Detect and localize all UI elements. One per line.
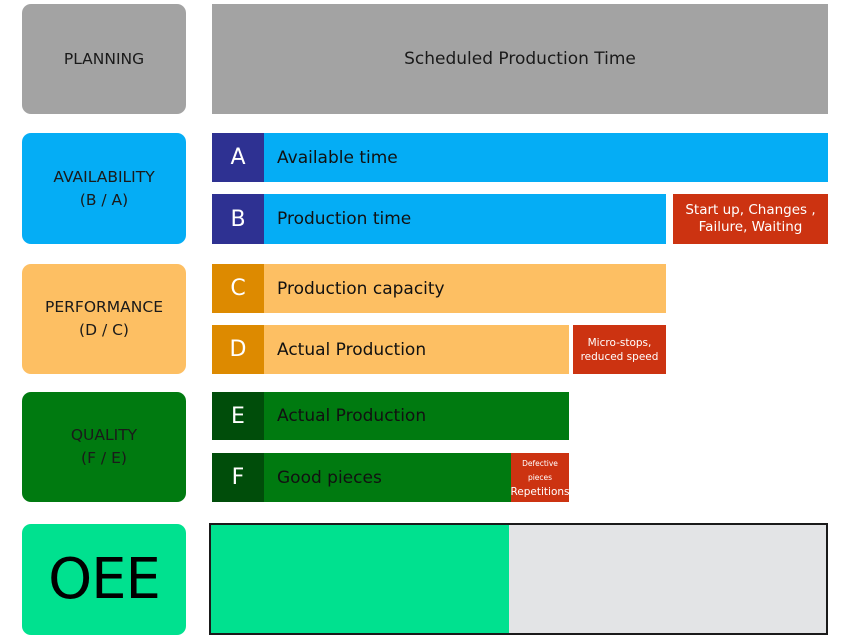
production-capacity-label: Production capacity	[277, 278, 445, 299]
letter-c-badge: C	[212, 264, 264, 313]
quality-category: QUALITY (F / E)	[22, 392, 186, 502]
production-time-bar: B Production time	[212, 194, 666, 244]
letter-f-badge: F	[212, 453, 264, 502]
availability-formula: (B / A)	[79, 190, 129, 209]
letter-f: F	[231, 465, 245, 490]
letter-c: C	[230, 276, 246, 301]
quality-loss-box: Defective pieces Repetitions	[510, 453, 570, 502]
scheduled-production-time-bar: Scheduled Production Time	[212, 4, 828, 114]
available-time-label: Available time	[277, 147, 398, 168]
performance-loss-box: Micro-stops, reduced speed	[573, 325, 666, 374]
oee-category: OEE	[22, 524, 186, 635]
actual-production-quality-label: Actual Production	[277, 406, 427, 426]
performance-category: PERFORMANCE (D / C)	[22, 264, 186, 374]
quality-loss-line2: Repetitions	[510, 485, 570, 498]
availability-category: AVAILABILITY (B / A)	[22, 133, 186, 244]
performance-label: PERFORMANCE	[45, 298, 163, 316]
letter-e: E	[231, 403, 245, 429]
letter-d-badge: D	[212, 325, 264, 374]
scheduled-production-time-label: Scheduled Production Time	[404, 49, 636, 69]
letter-b-badge: B	[212, 194, 264, 244]
letter-a-badge: A	[212, 133, 264, 182]
performance-loss-line2: reduced speed	[580, 350, 659, 363]
good-pieces-label: Good pieces	[277, 467, 382, 488]
letter-e-badge: E	[212, 392, 264, 440]
production-time-label: Production time	[277, 209, 412, 229]
quality-label: QUALITY	[70, 426, 138, 444]
actual-production-performance-label: Actual Production	[277, 339, 427, 360]
availability-loss-box: Start up, Changes , Failure, Waiting	[673, 194, 828, 244]
availability-loss-line1: Start up, Changes ,	[685, 202, 816, 218]
quality-formula: (F / E)	[81, 449, 127, 467]
availability-label: AVAILABILITY	[53, 167, 155, 186]
letter-a: A	[230, 145, 246, 170]
planning-category: PLANNING	[22, 4, 186, 114]
quality-loss-line1: Defective pieces	[522, 458, 558, 482]
performance-formula: (D / C)	[79, 321, 129, 339]
oee-result-fill	[211, 525, 510, 633]
oee-result-bar	[209, 523, 828, 635]
availability-loss-line2: Failure, Waiting	[698, 219, 803, 235]
letter-d: D	[229, 337, 247, 362]
oee-label: OEE	[48, 546, 161, 612]
planning-label: PLANNING	[63, 49, 145, 68]
good-pieces-bar: F Good pieces	[212, 453, 511, 502]
performance-loss-line1: Micro-stops,	[587, 336, 652, 349]
production-capacity-bar: C Production capacity	[212, 264, 666, 313]
letter-b: B	[230, 206, 246, 232]
actual-production-quality-bar: E Actual Production	[212, 392, 569, 440]
actual-production-performance-bar: D Actual Production	[212, 325, 569, 374]
available-time-bar: A Available time	[212, 133, 828, 182]
